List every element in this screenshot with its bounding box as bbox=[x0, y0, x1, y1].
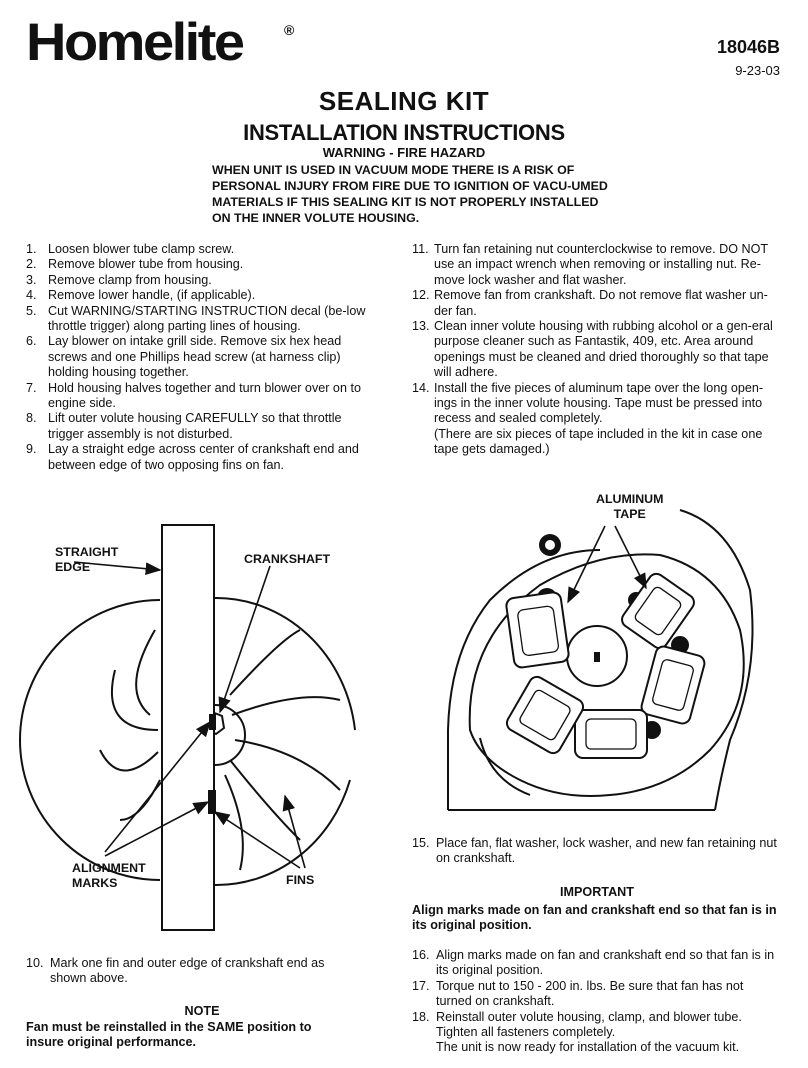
step-number: 4. bbox=[26, 288, 37, 303]
step-text: Align marks made on fan and crankshaft e… bbox=[436, 948, 775, 978]
step-number: 14. bbox=[412, 380, 430, 395]
step-text: Remove fan from crankshaft. Do not remov… bbox=[434, 288, 768, 318]
step-text: Hold housing halves together and turn bl… bbox=[48, 380, 361, 411]
list-item: 1. Loosen blower tube clamp screw. bbox=[26, 242, 378, 257]
step-text: Lay blower on intake grill side. Remove … bbox=[48, 334, 342, 380]
step-15-list: 15. Place fan, flat washer, lock washer, … bbox=[412, 836, 782, 867]
step-text: Cut WARNING/STARTING INSTRUCTION decal (… bbox=[48, 303, 366, 334]
step-text: Loosen blower tube clamp screw. bbox=[48, 242, 235, 256]
step-text: Install the five pieces of aluminum tape… bbox=[434, 380, 764, 426]
step-text: Mark one fin and outer edge of crankshaf… bbox=[50, 956, 325, 986]
step-number: 13. bbox=[412, 319, 430, 334]
list-item: 8. Lift outer volute housing CAREFULLY so… bbox=[26, 411, 378, 442]
step-number: 1. bbox=[26, 242, 37, 256]
step-10-list: 10. Mark one fin and outer edge of cranks… bbox=[26, 956, 356, 987]
step-text: Lift outer volute housing CAREFULLY so t… bbox=[48, 411, 342, 441]
important-body: Align marks made on fan and crankshaft e… bbox=[412, 903, 777, 933]
list-item: 9. Lay a straight edge across center of c… bbox=[26, 442, 378, 473]
step-number: 9. bbox=[26, 442, 37, 457]
step-number: 5. bbox=[26, 303, 37, 318]
warning-body: WHEN UNIT IS USED IN VACUUM MODE THERE I… bbox=[212, 163, 608, 225]
step-number: 11. bbox=[412, 242, 429, 256]
list-item: 7. Hold housing halves together and turn … bbox=[26, 381, 378, 412]
alignment-mark bbox=[208, 790, 216, 814]
step-note: (There are six pieces of tape included i… bbox=[434, 426, 763, 457]
step-text: Remove clamp from housing. bbox=[48, 272, 212, 287]
steps-final-list: 16. Align marks made on fan and crankshaf… bbox=[412, 948, 782, 1056]
warning-heading: WARNING - FIRE HAZARD bbox=[322, 145, 486, 160]
step-number: 16. bbox=[412, 948, 430, 962]
page-title: SEALING KIT bbox=[318, 86, 490, 116]
step-number: 8. bbox=[26, 411, 37, 426]
steps-left-list: 1. Loosen blower tube clamp screw. 2. Remo… bbox=[26, 242, 378, 473]
alignment-mark bbox=[209, 714, 216, 730]
list-item: 11. Turn fan retaining nut counterclockwi… bbox=[412, 242, 782, 288]
list-item: 15. Place fan, flat washer, lock washer, … bbox=[412, 836, 782, 867]
list-item: 10. Mark one fin and outer edge of cranks… bbox=[26, 956, 356, 987]
list-item: 13. Clean inner volute housing with rubbi… bbox=[412, 319, 782, 381]
step-text: Remove blower tube from housing. bbox=[48, 257, 244, 272]
step-number: 12. bbox=[412, 288, 430, 303]
step-text: Clean inner volute housing with rubbing … bbox=[434, 319, 773, 380]
note-body: Fan must be reinstalled in the SAME posi… bbox=[26, 1020, 312, 1050]
homelite-logo: Homelite bbox=[26, 11, 245, 72]
step-text: Torque nut to 150 - 200 in. lbs. Be sure… bbox=[436, 978, 744, 1009]
list-item: 6. Lay blower on intake grill side. Remov… bbox=[26, 334, 378, 380]
step-text: Reinstall outer volute housing, clamp, a… bbox=[436, 1009, 742, 1040]
step-number: 2. bbox=[26, 257, 37, 272]
step-number: 18. bbox=[412, 1009, 430, 1024]
list-item: 18. Reinstall outer volute housing, clamp… bbox=[412, 1010, 782, 1056]
page-subtitle: INSTALLATION INSTRUCTIONS bbox=[243, 120, 565, 145]
aluminum-tape-piece bbox=[505, 675, 585, 755]
step-text: Remove lower handle, (if applicable). bbox=[48, 288, 256, 303]
volute-housing-figure bbox=[447, 509, 754, 811]
steps-right-list: 11. Turn fan retaining nut counterclockwi… bbox=[412, 242, 782, 458]
list-item: 5. Cut WARNING/STARTING INSTRUCTION decal… bbox=[26, 304, 378, 335]
list-item: 17. Torque nut to 150 - 200 in. lbs. Be s… bbox=[412, 979, 782, 1010]
step-text: Place fan, flat washer, lock washer, and… bbox=[436, 836, 777, 866]
list-item: 4. Remove lower handle, (if applicable). bbox=[26, 288, 378, 303]
aluminum-tape-piece bbox=[621, 572, 695, 650]
list-item: 16. Align marks made on fan and crankshaf… bbox=[412, 948, 782, 979]
step-number: 10. bbox=[26, 956, 44, 970]
step-number: 15. bbox=[412, 836, 430, 850]
label-crankshaft: CRANKSHAFT bbox=[244, 552, 331, 566]
document-number: 18046B bbox=[716, 37, 780, 57]
step-note: The unit is now ready for installation o… bbox=[436, 1040, 740, 1055]
list-item: 12. Remove fan from crankshaft. Do not re… bbox=[412, 288, 782, 319]
list-item: 14. Install the five pieces of aluminum t… bbox=[412, 381, 782, 458]
list-item: 3. Remove clamp from housing. bbox=[26, 273, 378, 288]
step-number: 3. bbox=[26, 272, 37, 287]
step-text: Lay a straight edge across center of cra… bbox=[48, 442, 359, 472]
label-fins: FINS bbox=[286, 873, 315, 887]
aluminum-tape-piece bbox=[640, 645, 706, 725]
note-heading: NOTE bbox=[184, 1004, 220, 1018]
list-item: 2. Remove blower tube from housing. bbox=[26, 257, 378, 272]
important-heading: IMPORTANT bbox=[560, 885, 634, 899]
document-date: 9-23-03 bbox=[735, 63, 780, 78]
step-text: Turn fan retaining nut counterclockwise … bbox=[434, 242, 768, 287]
step-number: 6. bbox=[26, 334, 37, 349]
step-number: 17. bbox=[412, 978, 430, 993]
step-number: 7. bbox=[26, 380, 37, 395]
registered-mark: ® bbox=[284, 22, 295, 38]
fan-straight-edge-figure bbox=[19, 524, 356, 931]
aluminum-tape-piece bbox=[505, 591, 570, 669]
aluminum-tape-piece bbox=[574, 709, 648, 759]
